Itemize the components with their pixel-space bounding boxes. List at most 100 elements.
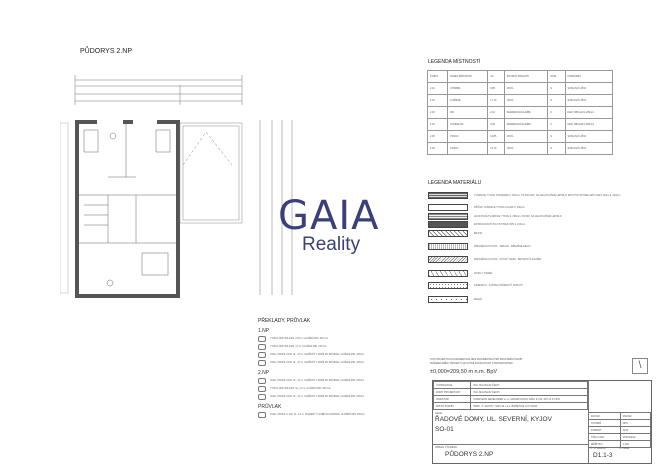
material-swatch	[428, 282, 468, 289]
material-swatch	[428, 204, 468, 211]
lintel-group-label: 1.NP	[258, 328, 270, 334]
dimension-lines	[74, 75, 293, 295]
room-legend-title: LEGENDA MÍSTNOSTÍ	[428, 59, 481, 65]
table-cell: 12,85	[487, 130, 505, 143]
logo-reality: Reality	[302, 234, 361, 255]
project-name: ŘADOVÉ DOMY, UL. SEVERNÍ, KYJOV	[435, 416, 552, 423]
table-cell: VINYL	[503, 82, 549, 95]
header-cell: NÁZEV MÍSTNOSTI	[447, 70, 489, 83]
meta-row: ČÍSLO ZAK.VP22/02/22	[588, 433, 652, 441]
table-cell: 2.06	[426, 142, 449, 155]
drawing-number: D1.1-3	[593, 452, 613, 459]
table-cell: KER. OBKLAD 1.200mm	[564, 106, 614, 119]
table-cell: K	[547, 106, 566, 119]
material-label: KAMENIVO - KAČÍRek ŠTĚRKOVÝ PODSYP	[474, 284, 523, 287]
table-cell: 2.03	[426, 106, 449, 119]
lintel-text: YTONG NOP 300-2000, SL. 2,0 m, ULOŽENÍ M…	[270, 388, 331, 390]
lintel-group-label: 2.NP	[258, 370, 270, 376]
lintel-marker-icon	[258, 344, 266, 350]
material-label: PŘÍČKA TVÁRNICE YTONG KLASIK tl. 150mm	[474, 206, 525, 209]
material-swatch	[428, 270, 468, 277]
field-label: VYPRACOVAL	[432, 381, 472, 389]
meta-value: DPS	[619, 419, 652, 427]
material-label: ZELEŇ	[474, 298, 482, 301]
material-legend-item: EXTRUDOVANÝ POLYSTYREN XPS tl. 100mm	[428, 221, 525, 228]
material-legend-item: ZPEVNĚNÁ PLOCHA - TERASA - DŘEVĚNÉ DECKY	[428, 243, 531, 250]
pare-label: Č. PARÉ	[619, 447, 630, 450]
table-cell: SOKLOVÁ LIŠTA	[564, 142, 614, 155]
field-value: ING. MILOSLAV ČECH	[470, 388, 588, 396]
material-label: BETON	[474, 232, 483, 235]
table-cell: SOKLOVÁ LIŠTA	[564, 82, 614, 95]
material-legend-item: ZPEVNĚNÁ PLOCHA - VSTUP, VJEZD - BETONOV…	[428, 256, 541, 263]
content-label: OBSAH VÝKRESU	[435, 446, 458, 449]
material-legend-item: KAMENIVO - KAČÍRek ŠTĚRKOVÝ PODSYP	[428, 282, 523, 289]
material-legend-item: ZELEŇ	[428, 296, 482, 303]
lintel-marker-icon	[258, 412, 266, 418]
header-cell: m2	[487, 70, 505, 83]
lintel-item: YTONG NOP 300-2000, SL. 2,0 m, ULOŽENÍ M…	[258, 386, 331, 392]
note-line: TATO PROJEKTOVÁ DOKUMENTACE NENÍ DOKUMEN…	[430, 359, 523, 361]
meta-value: VP22/02/22	[619, 433, 652, 441]
material-swatch	[428, 192, 468, 199]
field-value: ING. MILOSLAV ČECH	[470, 381, 588, 389]
elevation-reference: ±0,000=209,50 m n.m. BpV	[430, 369, 498, 375]
lintel-item: YTONG NOP 300-2000, 2,00 m, ULOŽENÍ MIN.…	[258, 336, 328, 342]
plan-title: PŮDORYS 2.NP	[80, 48, 132, 55]
meta-label: FORMÁT	[588, 426, 621, 434]
lintel-text: YTONG NOP 300-2000, 2,00 m, ULOŽENÍ MIN.…	[270, 338, 328, 340]
meta-label: ČÍSLO ZAK.	[588, 433, 621, 441]
table-cell: KOUPELNA	[447, 118, 489, 131]
table-cell: LOŽNICE	[447, 94, 489, 107]
table-cell: VINYL	[503, 130, 549, 143]
table-cell: WC	[447, 106, 489, 119]
table-cell: VINYL	[503, 94, 549, 107]
table-cell: S	[547, 94, 566, 107]
table-cell: 17,70	[487, 94, 505, 107]
lintel-text: OCEL. PROFIL U160, SL. 3,0 m, SVAŘENÝ K …	[270, 396, 365, 398]
table-cell: 6,00	[487, 118, 505, 131]
material-legend-item: PŘÍČKA TVÁRNICE YTONG KLASIK tl. 150mm	[428, 204, 525, 211]
material-legend-item: BETON	[428, 230, 482, 237]
table-cell: 13,70	[487, 142, 505, 155]
material-label: EXTRUDOVANÝ POLYSTYREN XPS tl. 100mm	[474, 223, 526, 226]
table-cell: 2.01	[426, 82, 449, 95]
drawing-content: PŮDORYS 2.NP	[445, 451, 494, 458]
lintel-text: OCEL. PROFIL U160, SL. 3,0 m, SVAŘENÝ K …	[270, 362, 365, 364]
lintel-marker-icon	[258, 360, 266, 366]
lintel-text: OCEL. PROFIL U160, SL. 4,0 m, SVAŘENÝ K …	[270, 354, 365, 356]
table-cell: 2.05	[426, 130, 449, 143]
material-swatch	[428, 221, 468, 228]
material-legend-item: AKUSTICKÉ TVÁRNICE YTONG tl. 250mm, P2-5…	[428, 213, 562, 220]
field-value: COMPLETE DEVELOPER s.r.o., MASARYKOVO NÁ…	[470, 395, 588, 403]
lintel-item: OCEL. PROFIL U160, SL. 3,0 m, SVAŘENÝ K …	[258, 394, 364, 400]
table-cell: S	[547, 142, 566, 155]
interior	[60, 122, 176, 294]
material-legend-item: TVÁRNICE YTONG STANDARD tl. 300mm, P2-40…	[428, 192, 620, 199]
lintel-marker-icon	[258, 386, 266, 392]
meta-label: STUPEŇ	[588, 419, 621, 427]
drawing-no-label: Č. VÝKRESU	[590, 447, 606, 450]
table-cell: POKOJ	[447, 130, 489, 143]
lintel-marker-icon	[258, 394, 266, 400]
meta-value: 2xA4	[619, 426, 652, 434]
lintel-marker-icon	[258, 352, 266, 358]
field-value: PARC. Č. 3227/17, 3227/12 v k.ú. BOŘETIC…	[470, 402, 588, 410]
lintel-item: OCEL. PROFIL U160, SL. 4,0 m, SVAŘENÝ K …	[258, 352, 364, 358]
table-cell: SOKLOVÁ LIŠTA	[564, 94, 614, 107]
material-label: ZPEVNĚNÁ PLOCHA - VSTUP, VJEZD - BETONOV…	[474, 258, 542, 261]
material-swatch	[428, 230, 468, 237]
table-cell: SOKLOVÁ LIŠTA	[564, 130, 614, 143]
